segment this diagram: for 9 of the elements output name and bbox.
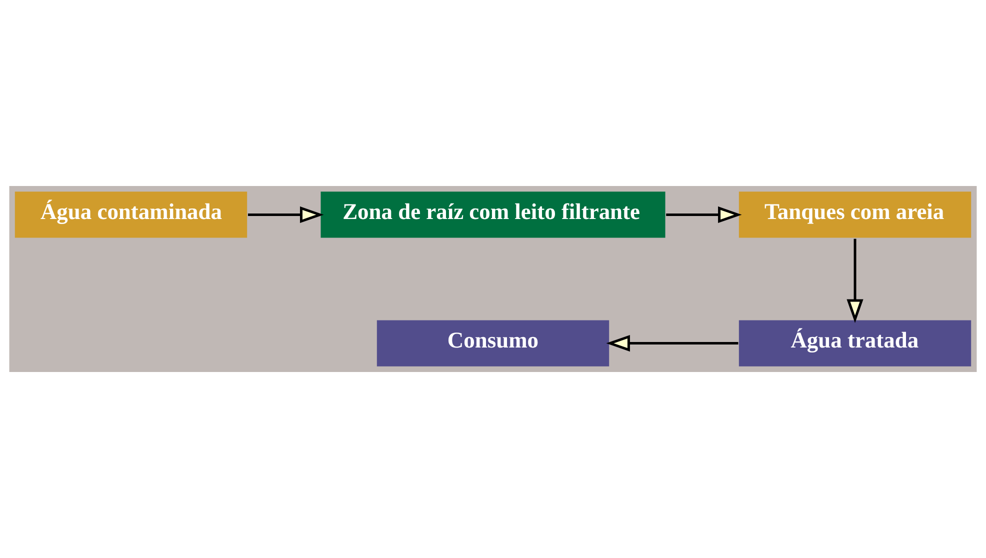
node-box: Tanques com areia: [738, 190, 972, 240]
node-box: Água contaminada: [14, 190, 248, 240]
node-box: Água tratada: [738, 318, 972, 368]
arrow: [248, 206, 324, 224]
arrow: [666, 206, 742, 224]
arrow: [606, 334, 738, 352]
node-box: Consumo: [376, 318, 610, 368]
node-box: Zona de raíz com leito filtrante: [319, 190, 667, 240]
arrow: [846, 238, 864, 323]
